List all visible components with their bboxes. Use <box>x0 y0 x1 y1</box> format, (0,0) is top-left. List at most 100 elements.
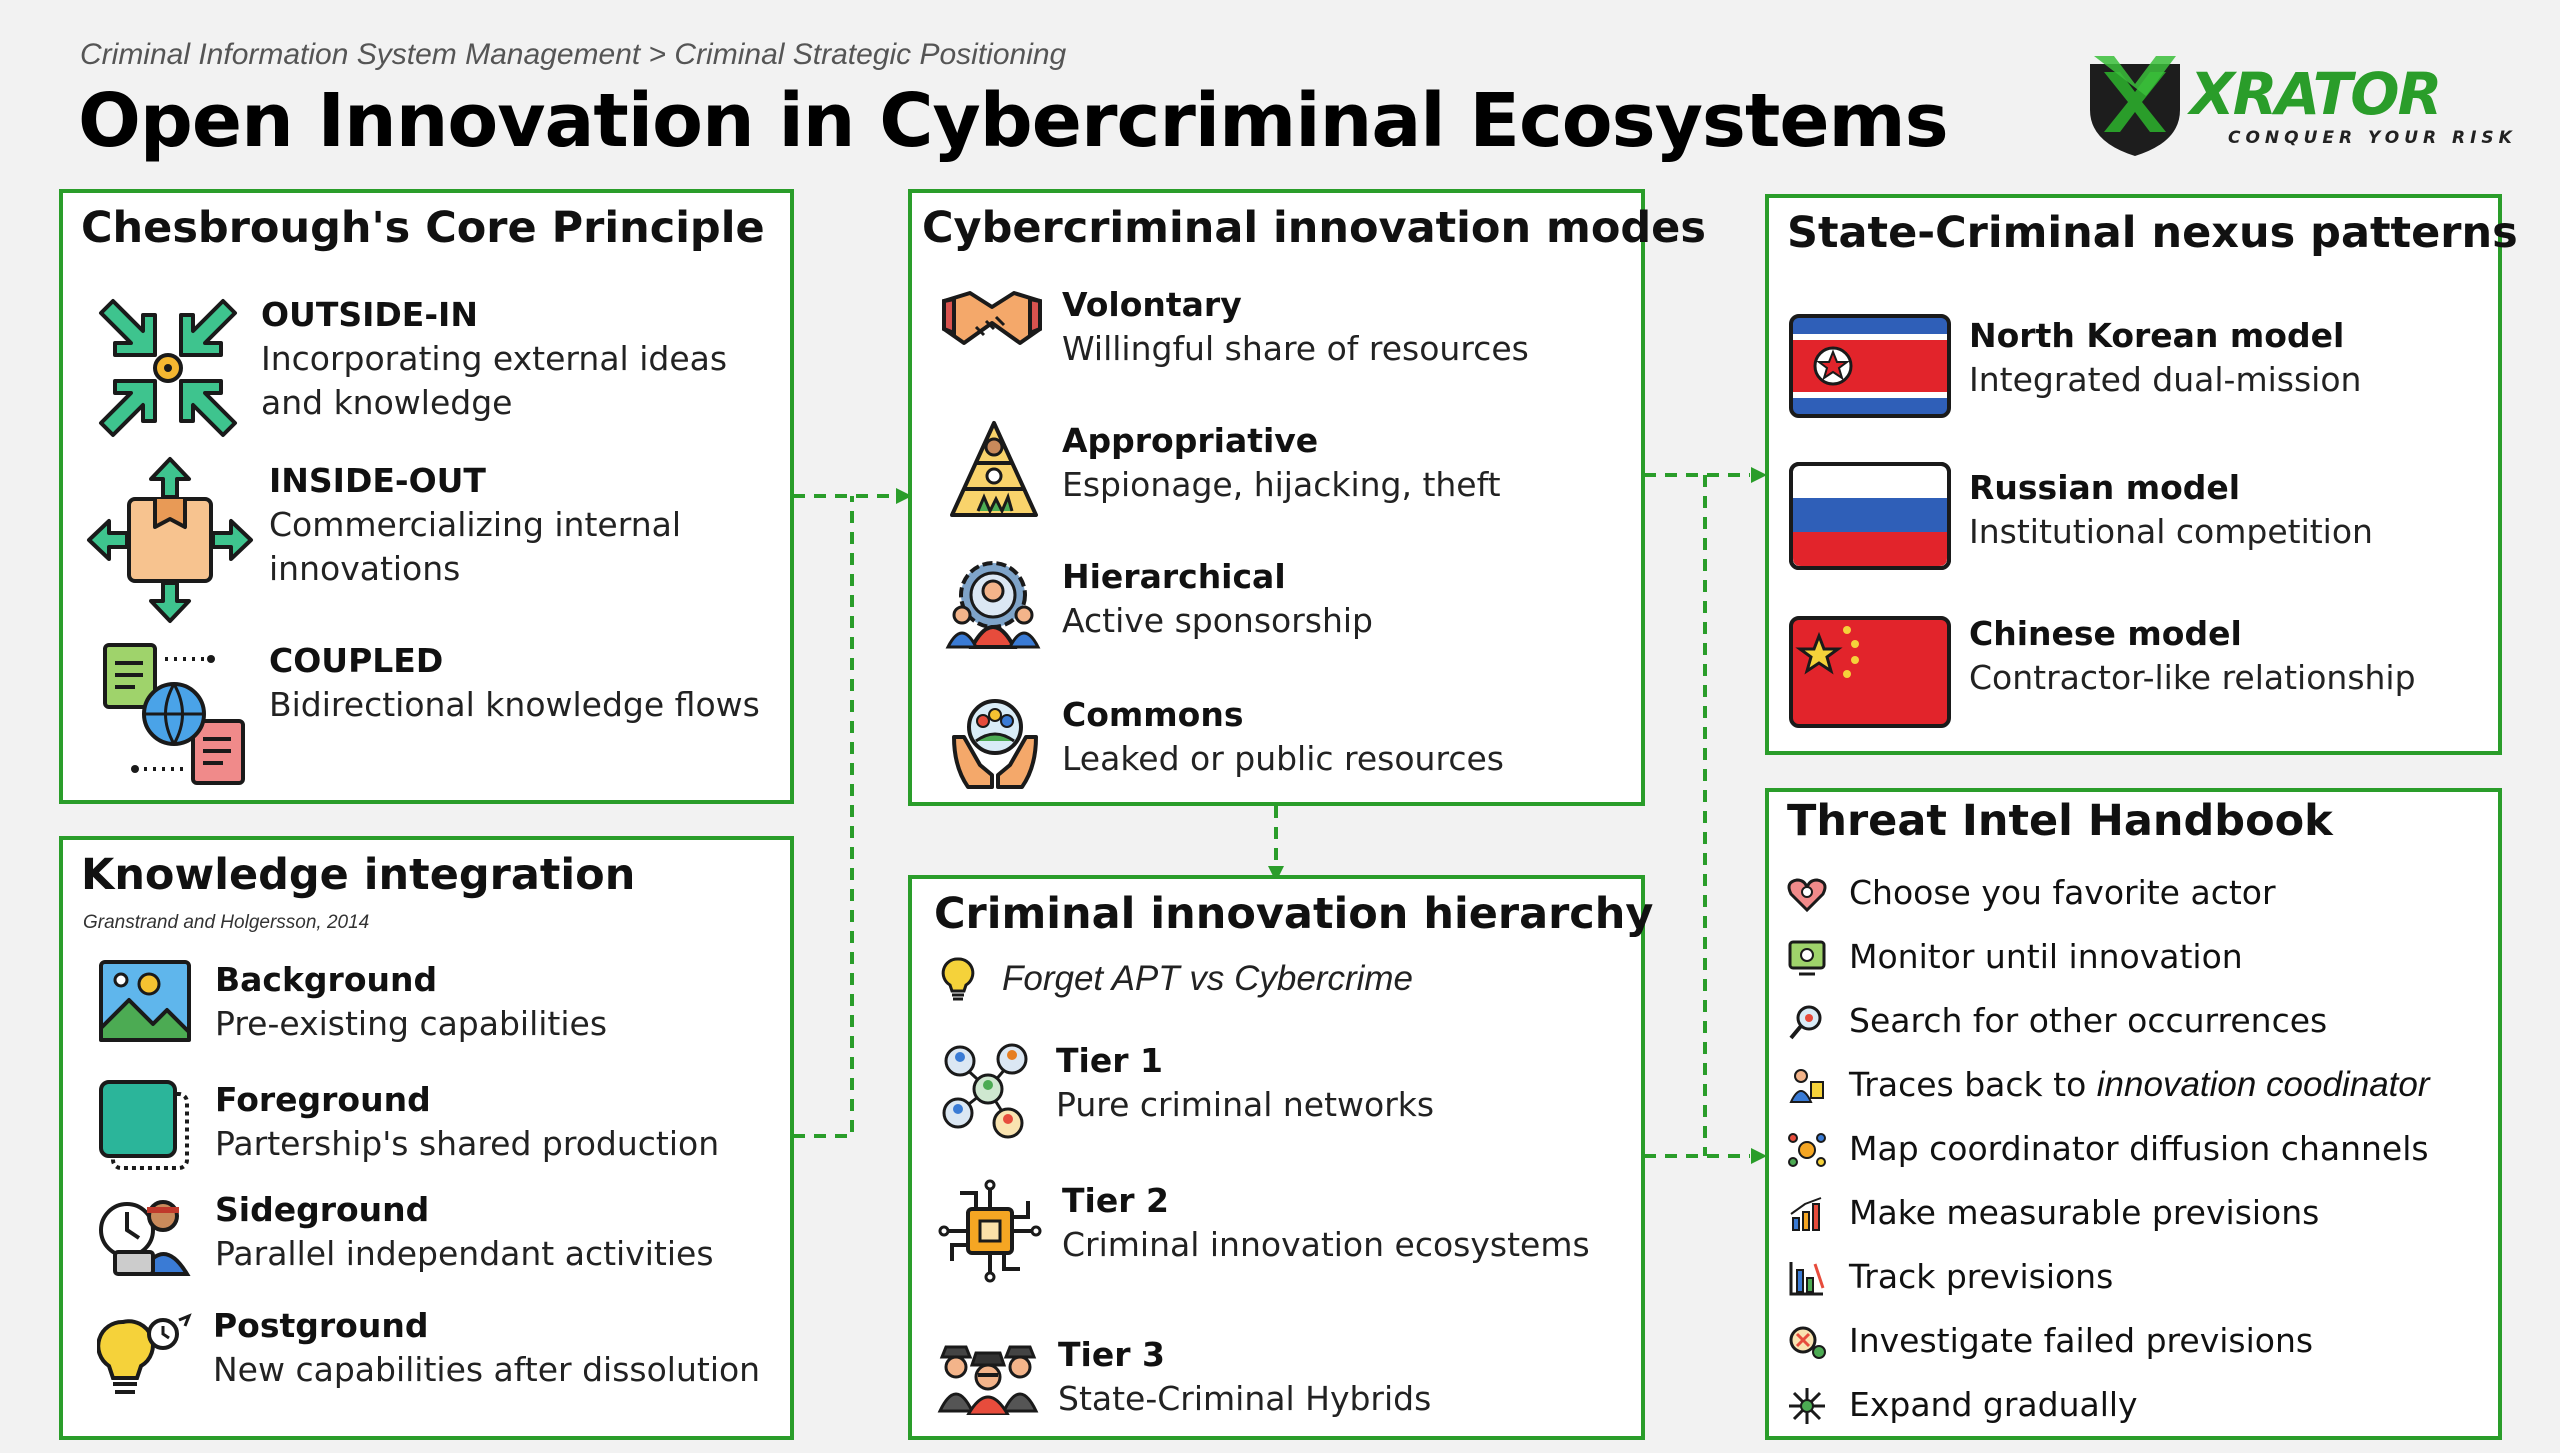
heart-person-icon <box>1787 878 1827 913</box>
panel-title: Cybercriminal innovation modes <box>922 203 1706 253</box>
north-korea-text: North Korean model Integrated dual-missi… <box>1969 314 2361 402</box>
item-description: Contractor-like relationship <box>1969 658 2416 697</box>
sideground-text: Sideground Parallel independant activiti… <box>215 1188 714 1276</box>
globe-exchange-icon <box>103 643 245 785</box>
item-description: New capabilities after dissolution <box>213 1350 761 1389</box>
step-text: Track previsions <box>1849 1257 2114 1296</box>
xrator-logo-icon <box>2090 56 2180 156</box>
item-description: Espionage, hijacking, theft <box>1062 465 1501 504</box>
item-description: Integrated dual-mission <box>1969 360 2362 399</box>
chart-growth-icon <box>1790 1197 1822 1231</box>
step-text: Search for other occurrences <box>1849 1001 2328 1040</box>
item-description: State-Criminal Hybrids <box>1058 1379 1432 1418</box>
step-text-emphasis: innovation coodinator <box>2096 1065 2430 1104</box>
item-heading: Commons <box>1062 695 1244 734</box>
russia-text: Russian model Institutional competition <box>1969 466 2373 554</box>
item-description: Willingful share of resources <box>1062 329 1529 368</box>
hands-community-icon <box>952 699 1038 789</box>
trace-person-icon <box>1789 1069 1824 1103</box>
item-heading: COUPLED <box>269 641 444 680</box>
foreground-text: Foreground Partership's shared productio… <box>215 1078 719 1166</box>
innovation-modes-panel: Cybercriminal innovation modes Volontary… <box>908 189 1706 806</box>
panel-title: Criminal innovation hierarchy <box>934 889 1654 939</box>
item-description: Parallel independant activities <box>215 1234 714 1273</box>
lightbulb-gears-icon <box>97 1313 192 1394</box>
item-heading: OUTSIDE-IN <box>261 295 478 334</box>
item-description-cont: innovations <box>269 549 461 588</box>
arrows-inward-icon <box>99 299 237 437</box>
magnifier-virus-icon <box>1789 1005 1822 1040</box>
step-text-prefix: Traces back to <box>1849 1065 2097 1104</box>
panel-title: Threat Intel Handbook <box>1787 796 2333 846</box>
item-heading: Appropriative <box>1062 421 1319 460</box>
lightbulb-icon <box>941 957 975 1001</box>
item-heading: INSIDE-OUT <box>269 461 486 500</box>
item-description: Active sponsorship <box>1062 601 1373 640</box>
inside-out-text: INSIDE-OUT Commercializing internal inno… <box>269 459 681 591</box>
step-text: Expand gradually <box>1849 1385 2138 1424</box>
item-description: Institutional competition <box>1969 512 2373 551</box>
chart-track-icon <box>1789 1262 1825 1296</box>
chip-circuit-icon <box>938 1179 1042 1283</box>
item-description: Partership's shared production <box>215 1124 720 1163</box>
tier2-text: Tier 2 Criminal innovation ecosystems <box>1062 1179 1590 1267</box>
commons-text: Commons Leaked or public resources <box>1062 693 1504 781</box>
coupled-text: COUPLED Bidirectional knowledge flows <box>269 639 760 727</box>
nexus-patterns-panel: State-Criminal nexus patterns North Kore… <box>1765 194 2518 755</box>
expand-sparkle-icon <box>1789 1388 1825 1424</box>
tier3-text: Tier 3 State-Criminal Hybrids <box>1058 1333 1431 1421</box>
gear-team-icon <box>945 561 1041 649</box>
background-text: Background Pre-existing capabilities <box>215 958 607 1046</box>
item-description: Pre-existing capabilities <box>215 1004 608 1043</box>
hierarchical-text: Hierarchical Active sponsorship <box>1062 555 1373 643</box>
item-heading: Postground <box>213 1306 429 1345</box>
russia-flag-icon <box>1789 462 1951 570</box>
breadcrumb: Criminal Information System Management >… <box>80 38 1067 71</box>
coordinator-network-icon <box>1788 1133 1826 1167</box>
layered-square-icon <box>99 1080 189 1170</box>
item-heading: Foreground <box>215 1080 431 1119</box>
item-heading: Tier 2 <box>1062 1181 1169 1220</box>
postground-text: Postground New capabilities after dissol… <box>213 1304 760 1392</box>
innovation-hierarchy-panel: Criminal innovation hierarchy Forget APT… <box>908 875 1653 1440</box>
note-text: Forget APT vs Cybercrime <box>1002 959 1414 998</box>
item-heading: Sideground <box>215 1190 430 1229</box>
step-text: Monitor until innovation <box>1849 937 2243 976</box>
step-text: Map coordinator diffusion channels <box>1849 1129 2429 1168</box>
step-text: Traces back to innovation coodinator <box>1849 1062 2430 1108</box>
logo: XRATOR CONQUER YOUR RISK <box>2080 50 2520 170</box>
item-description: Incorporating external ideas <box>261 339 728 378</box>
threat-intel-handbook-panel: Threat Intel Handbook Choose you favorit… <box>1765 788 2502 1440</box>
item-description: Commercializing internal <box>269 505 682 544</box>
step-text: Make measurable previsions <box>1849 1193 2320 1232</box>
volontary-text: Volontary Willingful share of resources <box>1062 283 1529 371</box>
item-heading: Tier 1 <box>1056 1041 1163 1080</box>
logo-wordmark: XRATOR <box>2190 60 2442 128</box>
citation: Granstrand and Holgersson, 2014 <box>83 912 370 933</box>
item-heading: Russian model <box>1969 468 2241 507</box>
monitor-eye-icon <box>1788 940 1826 976</box>
page-title: Open Innovation in Cybercriminal Ecosyst… <box>78 78 1949 164</box>
item-heading: Chinese model <box>1969 614 2242 653</box>
box-arrows-outward-icon <box>87 457 253 623</box>
investigate-failure-icon <box>1789 1326 1826 1359</box>
appropriative-text: Appropriative Espionage, hijacking, thef… <box>1062 419 1501 507</box>
item-description: Criminal innovation ecosystems <box>1062 1225 1590 1264</box>
knowledge-integration-panel: Knowledge integration Granstrand and Hol… <box>59 836 794 1440</box>
north-korea-flag-icon <box>1789 314 1951 418</box>
tier1-text: Tier 1 Pure criminal networks <box>1056 1039 1434 1127</box>
panel-title: Chesbrough's Core Principle <box>81 203 765 253</box>
network-people-icon <box>942 1043 1028 1139</box>
item-heading: Tier 3 <box>1058 1335 1165 1374</box>
china-flag-icon <box>1789 616 1951 728</box>
landscape-picture-icon <box>99 960 191 1042</box>
food-chain-pyramid-icon <box>950 421 1038 517</box>
item-description: Bidirectional knowledge flows <box>269 685 760 724</box>
item-description: Pure criminal networks <box>1056 1085 1435 1124</box>
panel-title: State-Criminal nexus patterns <box>1787 208 2518 258</box>
agents-group-icon <box>937 1345 1039 1415</box>
item-heading: Background <box>215 960 438 999</box>
item-heading: Hierarchical <box>1062 557 1286 596</box>
panel-title: Knowledge integration <box>81 850 636 900</box>
item-description: Leaked or public resources <box>1062 739 1504 778</box>
